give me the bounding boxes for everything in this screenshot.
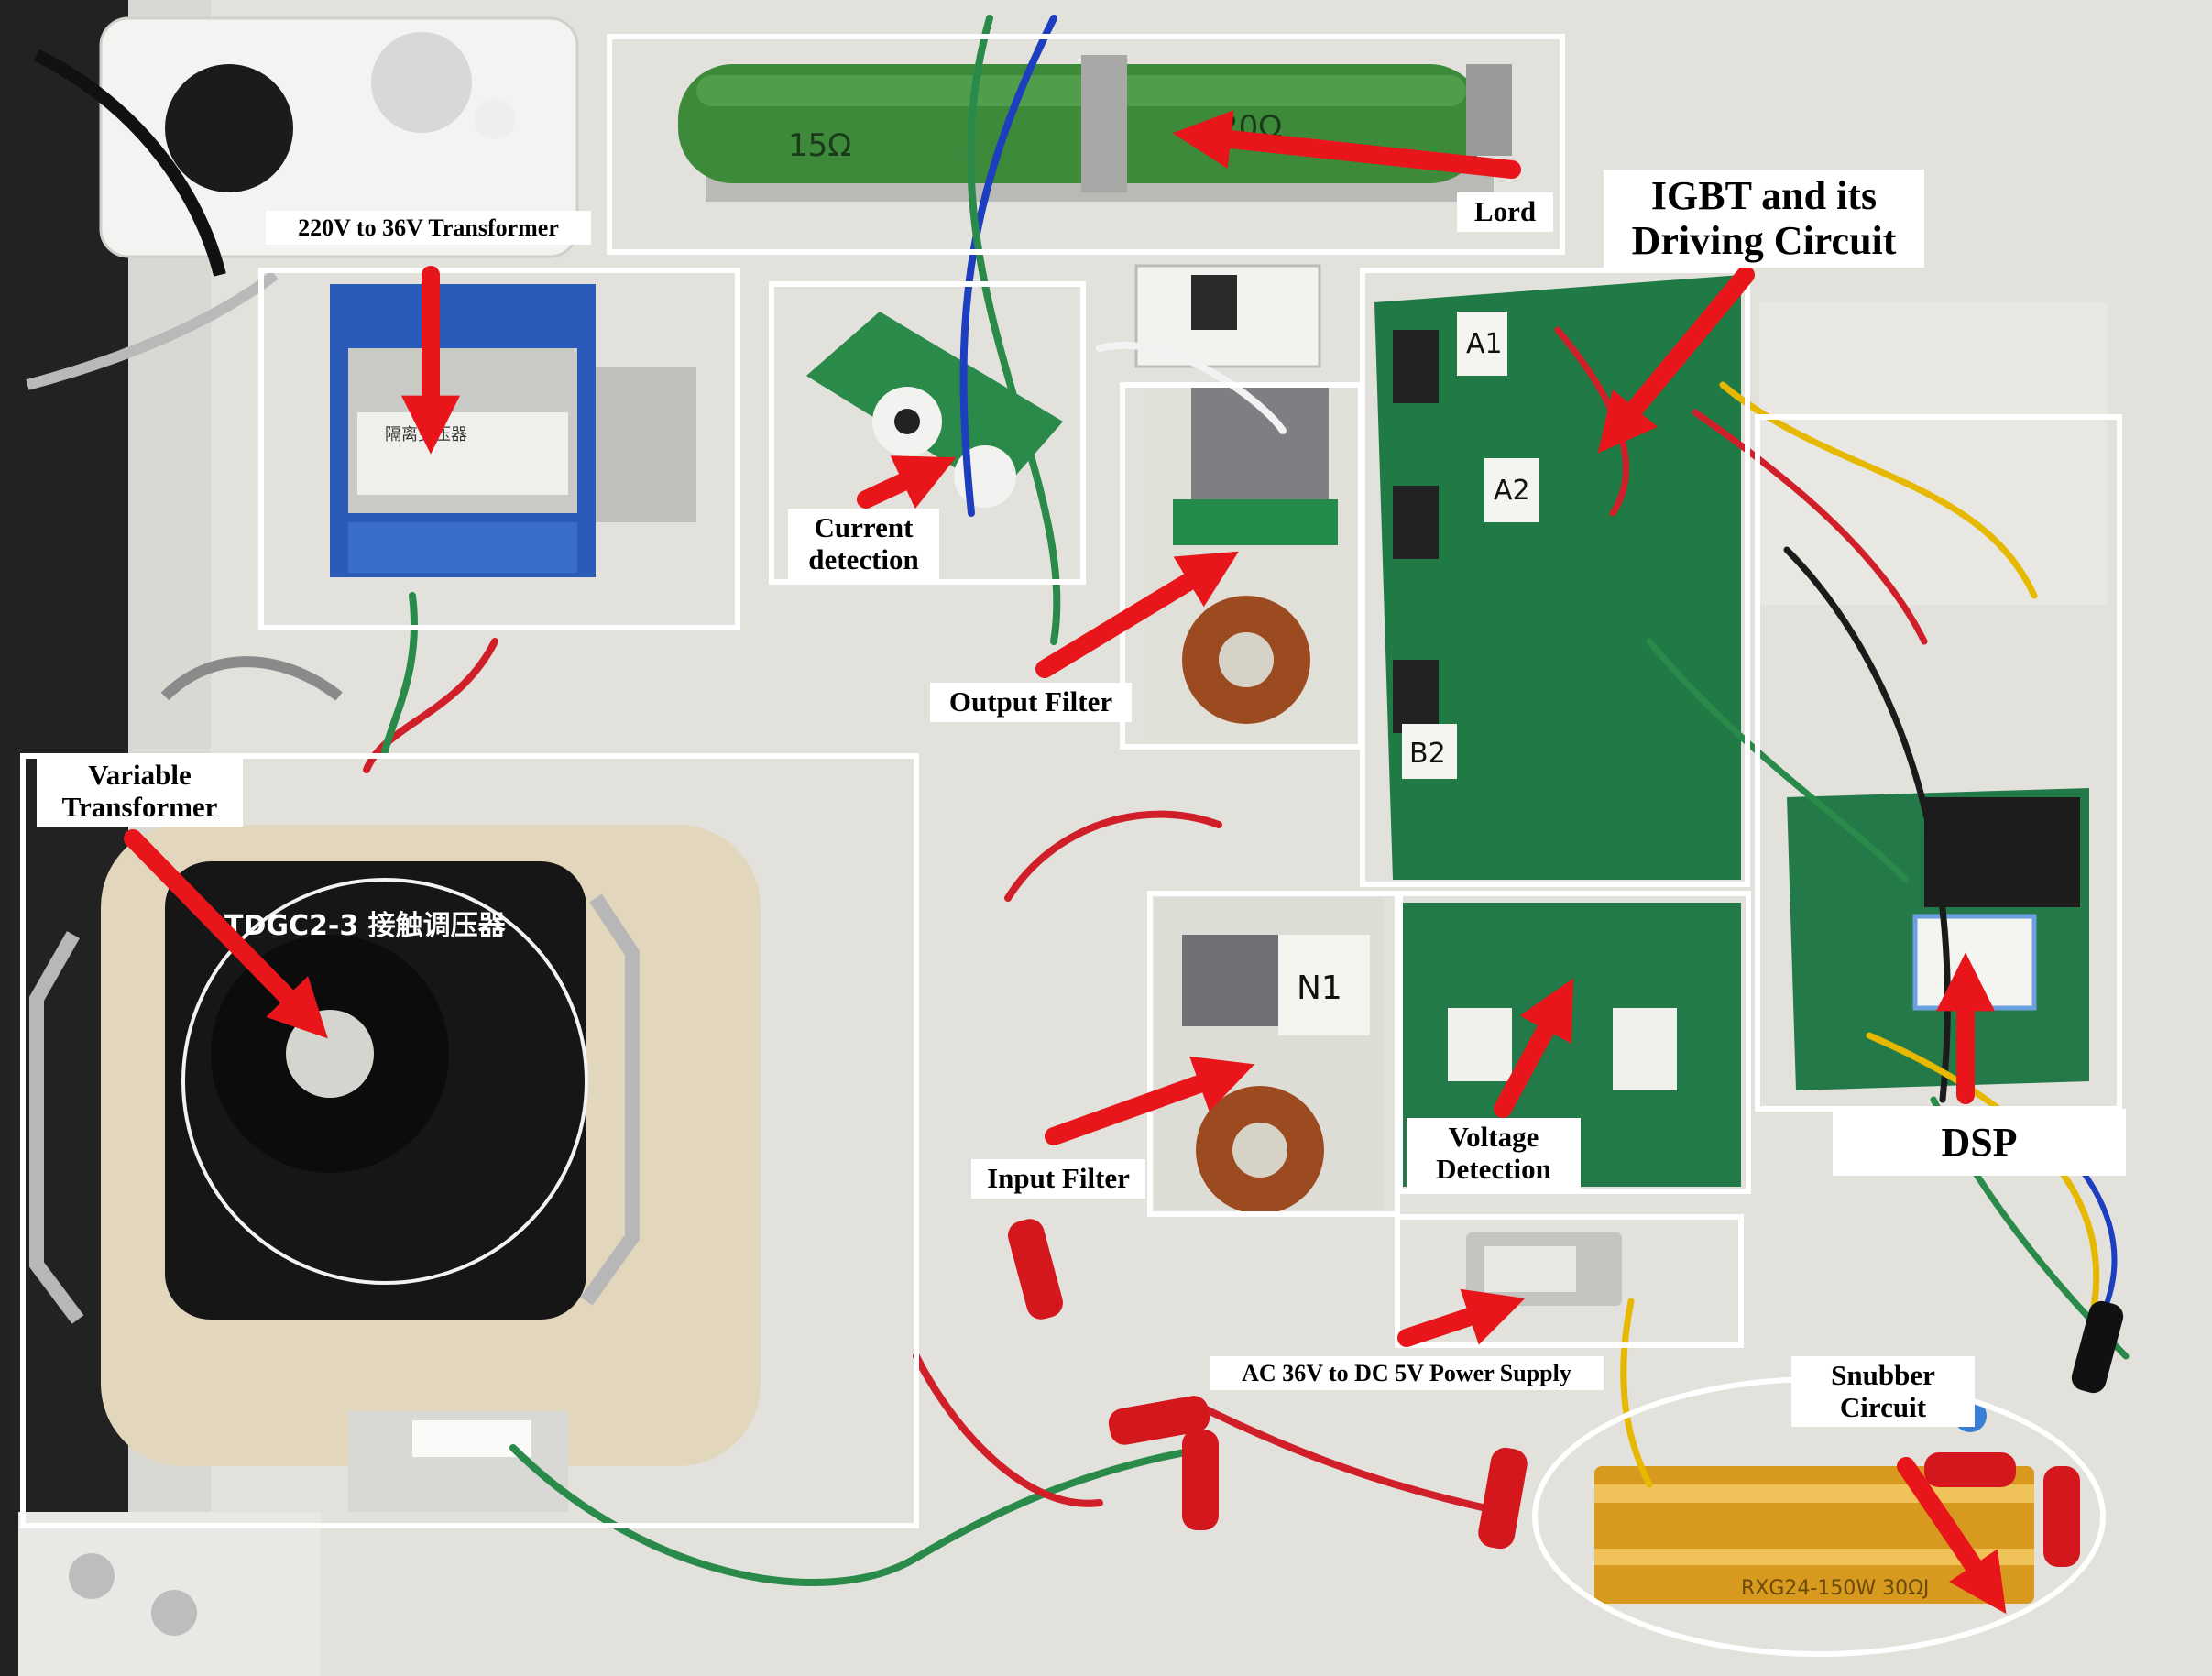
label-dsp: DSP <box>1833 1109 2126 1177</box>
label-power-supply: AC 36V to DC 5V Power Supply <box>1210 1356 1604 1391</box>
label-igbt: IGBT and its Driving Circuit <box>1604 170 1924 268</box>
label-output-filter: Output Filter <box>930 683 1132 722</box>
arrow-current-detection <box>857 455 957 509</box>
callout-arrows <box>124 110 2007 1615</box>
power-strip <box>99 16 579 258</box>
label-voltage-detection: Voltage Detection <box>1407 1118 1581 1189</box>
arrow-variable-transformer <box>124 829 328 1039</box>
transformer-box <box>258 268 740 630</box>
variable-transformer-box <box>20 753 919 1528</box>
resistor-mark-15: 15Ω <box>788 127 851 164</box>
label-snubber: Snubber Circuit <box>1791 1356 1975 1428</box>
power-supply-box <box>1395 1214 1744 1348</box>
board-n1: N1 <box>1297 969 1342 1007</box>
power-supply-module <box>1466 1232 1622 1306</box>
voltage-detection-box <box>1397 891 1751 1194</box>
lord-box <box>607 34 1565 255</box>
arrow-output-filter <box>1035 551 1239 678</box>
input-filter: N1 <box>1155 898 1384 1214</box>
arrow-power-supply <box>1397 1288 1526 1347</box>
arrow-lord <box>1172 110 1521 179</box>
label-lord: Lord <box>1457 192 1553 232</box>
current-detection-box <box>769 281 1086 585</box>
dsp-board <box>1759 302 2108 1090</box>
label-current-detection: Current detection <box>788 509 939 580</box>
label-input-filter: Input Filter <box>971 1159 1145 1199</box>
board-b2: B2 <box>1409 738 1446 770</box>
board-a1: A1 <box>1466 328 1503 360</box>
board-a2: A2 <box>1494 475 1530 507</box>
regulator-model-text: TDGC2-3 接触调压器 <box>224 910 507 942</box>
arrow-snubber <box>1897 1457 2007 1615</box>
alligator-clips <box>1008 1219 2080 1567</box>
label-variable-transformer: Variable Transformer <box>37 756 243 827</box>
arrow-input-filter <box>1045 1056 1255 1145</box>
step-down-transformer: 隔离变压器 <box>330 284 696 577</box>
label-transformer-220-36: 220V to 36V Transformer <box>266 211 591 246</box>
igbt-box <box>1360 268 1750 887</box>
arrow-voltage-detection <box>1494 978 1574 1118</box>
highlight-boxes <box>20 34 2122 1657</box>
snubber-resistor-text: RXG24-150W 30ΩJ <box>1741 1577 1929 1600</box>
arrow-igbt <box>1597 266 1755 454</box>
